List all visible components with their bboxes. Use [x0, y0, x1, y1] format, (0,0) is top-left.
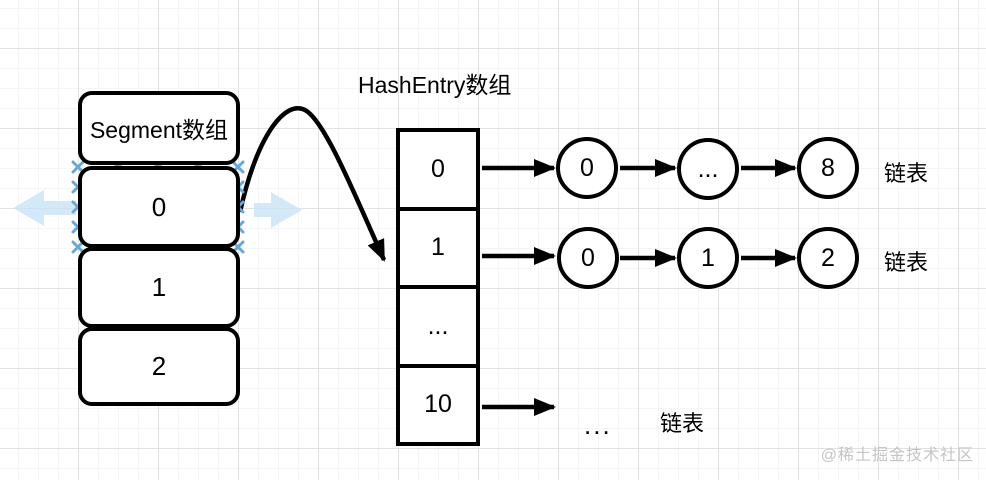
list1-node-ellipsis: ... — [677, 138, 739, 200]
hashentry-cell-1: 1 — [400, 211, 476, 289]
pan-right-arrow-icon — [254, 192, 302, 228]
watermark: @稀土掘金技术社区 — [820, 447, 974, 464]
segment-array-header: Segment数组 — [78, 91, 240, 165]
segment-to-hashentry-arrow — [237, 106, 387, 262]
list2-node-1: 1 — [677, 227, 739, 289]
segment-cell-1: 1 — [78, 247, 240, 328]
segment-cell-2: 2 — [78, 327, 240, 406]
segment-cell-0-label: 0 — [151, 191, 167, 222]
list1-node-8: 8 — [797, 137, 859, 199]
list3-label: 链表 — [660, 411, 705, 436]
list1-label: 链表 — [884, 161, 929, 186]
list2-node-0: 0 — [557, 227, 619, 289]
segment-cell-0-selected: 0 — [78, 166, 240, 248]
segment-cell-2-label: 2 — [151, 351, 167, 381]
hashentry-cell-10: 10 — [424, 390, 452, 419]
list2-label: 链表 — [884, 250, 929, 275]
segment-array-header-label: Segment数组 — [89, 117, 229, 143]
hashentry-array-title: HashEntry数组 — [358, 72, 512, 98]
hashentry-array: 0 1 ... 10 — [396, 128, 480, 446]
list1-node-0: 0 — [556, 137, 618, 199]
list3-ellipsis: ... — [584, 410, 612, 440]
hashentry-cell-ellipsis: ... — [400, 289, 476, 368]
segment-cell-1-label: 1 — [151, 272, 167, 302]
pan-left-arrow-icon — [13, 190, 76, 226]
list2-node-2: 2 — [797, 227, 859, 289]
hashentry-cell-0: 0 — [400, 132, 476, 211]
